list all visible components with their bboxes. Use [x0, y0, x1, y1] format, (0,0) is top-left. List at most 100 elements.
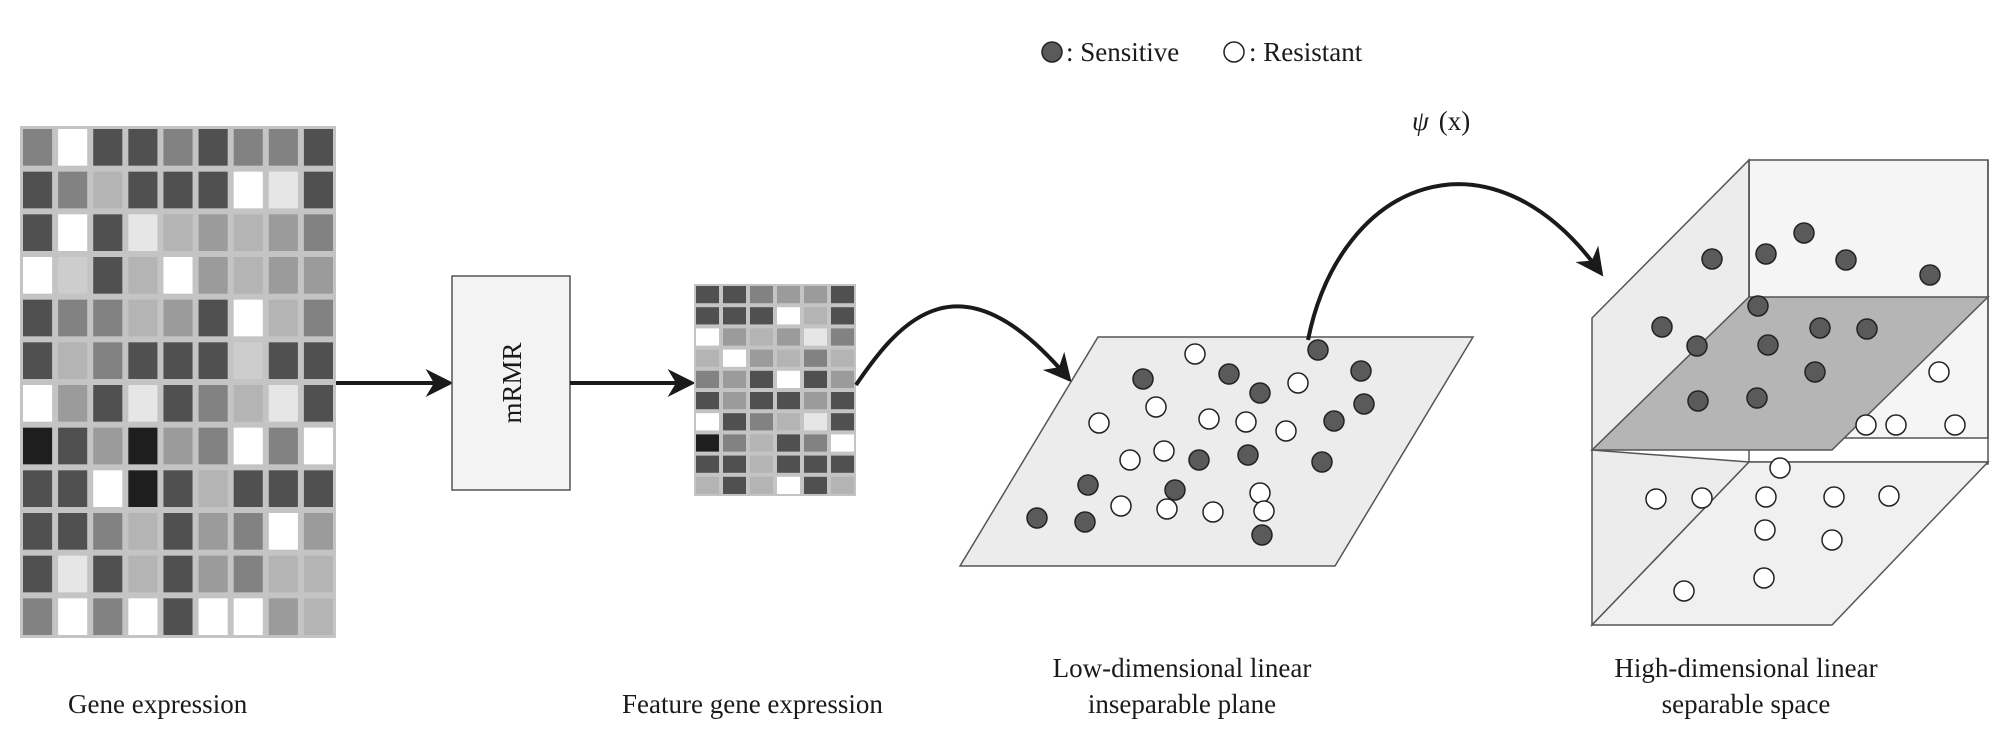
- feature-gene-cell: [723, 476, 746, 494]
- sensitive-point: [1804, 361, 1826, 383]
- gene-expression-cell: [93, 427, 123, 465]
- gene-expression-cell: [23, 214, 53, 251]
- feature-gene-cell: [696, 455, 719, 473]
- resistant-point: [1119, 449, 1141, 471]
- resistant-point: [1769, 457, 1791, 479]
- gene-expression-cell: [128, 427, 158, 465]
- sensitive-point: [1323, 410, 1345, 432]
- gene-expression-cell: [163, 214, 193, 251]
- gene-expression-cell: [128, 555, 158, 593]
- caption-high-dim-line2: separable space: [1662, 689, 1831, 719]
- gene-expression-cell: [58, 129, 88, 166]
- gene-expression-matrix: [20, 126, 336, 638]
- resistant-point: [1673, 580, 1695, 602]
- gene-expression-cell: [93, 385, 123, 422]
- gene-expression-cell: [128, 513, 158, 550]
- feature-gene-cell: [777, 286, 800, 304]
- gene-expression-cell: [128, 171, 158, 209]
- mapping-arrow: [1306, 182, 1604, 341]
- gene-expression-cell: [233, 342, 263, 379]
- caption-high-dim-line1: High-dimensional linear: [1614, 653, 1877, 683]
- gene-expression-cell: [198, 214, 228, 251]
- feature-gene-cell: [804, 392, 827, 410]
- gene-expression-cell: [58, 513, 88, 550]
- feature-gene-cell: [777, 413, 800, 431]
- feature-gene-cell: [831, 349, 854, 367]
- gene-expression-cell: [23, 171, 53, 209]
- resistant-point: [1275, 420, 1297, 442]
- gene-expression-cell: [93, 299, 123, 337]
- gene-expression-cell: [93, 342, 123, 379]
- gene-expression-cell: [128, 342, 158, 379]
- sensitive-point: [1757, 334, 1779, 356]
- feature-gene-cell: [777, 455, 800, 473]
- gene-expression-cell: [163, 257, 193, 294]
- gene-expression-cell: [303, 385, 333, 422]
- caption-gene-expression: Gene expression: [68, 689, 248, 719]
- gene-expression-cell: [198, 257, 228, 294]
- feature-gene-cell: [777, 476, 800, 494]
- gene-expression-cell: [233, 598, 263, 635]
- resistant-point: [1754, 519, 1776, 541]
- resistant-point: [1198, 408, 1220, 430]
- feature-gene-matrix: [694, 284, 856, 496]
- gene-expression-cell: [303, 342, 333, 379]
- gene-expression-cell: [58, 385, 88, 422]
- legend-sensitive-marker: [1041, 41, 1063, 63]
- sensitive-point: [1687, 390, 1709, 412]
- gene-expression-cell: [268, 299, 298, 337]
- feature-gene-cell: [723, 307, 746, 325]
- sensitive-point: [1077, 474, 1099, 496]
- gene-expression-cell: [23, 299, 53, 337]
- resistant-point: [1153, 440, 1175, 462]
- gene-expression-cell: [198, 598, 228, 635]
- feature-gene-cell: [750, 328, 773, 346]
- feature-gene-cell: [750, 455, 773, 473]
- separating-plane: [1590, 296, 1990, 451]
- gene-expression-cell: [233, 513, 263, 550]
- feature-gene-cell: [750, 370, 773, 388]
- sensitive-point: [1747, 295, 1769, 317]
- gene-expression-cell: [268, 171, 298, 209]
- gene-expression-cell: [198, 129, 228, 166]
- gene-expression-cell: [163, 513, 193, 550]
- feature-gene-cell: [777, 307, 800, 325]
- sensitive-point: [1746, 387, 1768, 409]
- resistant-point: [1753, 567, 1775, 589]
- gene-expression-cell: [303, 598, 333, 635]
- gene-expression-cell: [23, 555, 53, 593]
- feature-gene-cell: [831, 370, 854, 388]
- sensitive-point: [1856, 318, 1878, 340]
- gene-expression-cell: [93, 555, 123, 593]
- gene-expression-cell: [303, 513, 333, 550]
- sensitive-point: [1686, 335, 1708, 357]
- gene-expression-cell: [23, 129, 53, 166]
- gene-expression-cell: [233, 214, 263, 251]
- low-dim-points: [1026, 339, 1375, 546]
- feature-gene-cell: [777, 370, 800, 388]
- feature-gene-cells: [696, 286, 854, 494]
- gene-expression-cell: [163, 470, 193, 507]
- sensitive-point: [1218, 363, 1240, 385]
- gene-expression-cell: [233, 555, 263, 593]
- mrmr-label: mRMR: [497, 342, 527, 423]
- high-dim-points: [1645, 222, 1966, 602]
- feature-gene-cell: [723, 286, 746, 304]
- sensitive-point: [1651, 316, 1673, 338]
- feature-gene-cell: [831, 328, 854, 346]
- gene-expression-cell: [268, 257, 298, 294]
- resistant-point: [1184, 343, 1206, 365]
- gene-expression-cell: [303, 129, 333, 166]
- sensitive-point: [1809, 317, 1831, 339]
- feature-gene-cell: [696, 476, 719, 494]
- feature-gene-cell: [777, 434, 800, 452]
- sensitive-point: [1311, 451, 1333, 473]
- gene-expression-cell: [163, 129, 193, 166]
- gene-expression-cell: [23, 513, 53, 550]
- sensitive-point: [1074, 511, 1096, 533]
- resistant-point: [1878, 485, 1900, 507]
- sensitive-point: [1251, 524, 1273, 546]
- resistant-point: [1821, 529, 1843, 551]
- sensitive-point: [1350, 360, 1372, 382]
